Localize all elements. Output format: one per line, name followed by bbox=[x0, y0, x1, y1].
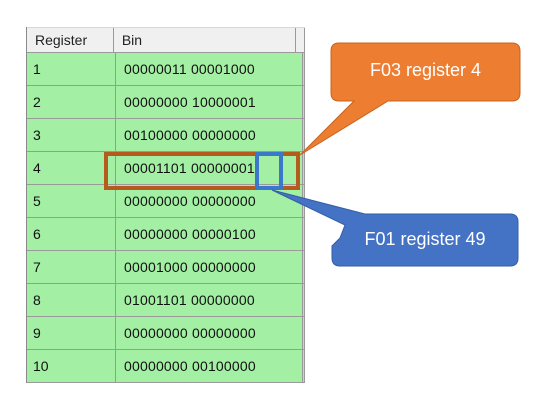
register-cell: 3 bbox=[27, 119, 116, 151]
f03-callout-shape bbox=[299, 42, 521, 156]
register-cell: 8 bbox=[27, 284, 116, 316]
row-spacer bbox=[303, 284, 305, 316]
last-bit-highlight-box bbox=[255, 152, 283, 190]
row-spacer bbox=[303, 218, 305, 250]
column-header-bin[interactable]: Bin bbox=[114, 28, 296, 52]
row-spacer bbox=[303, 53, 305, 85]
column-header-spacer bbox=[296, 28, 305, 52]
f01-callout-label: F01 register 49 bbox=[364, 229, 486, 249]
register-cell: 1 bbox=[27, 53, 116, 85]
register-4-highlight-box bbox=[104, 152, 300, 190]
row-spacer bbox=[303, 86, 305, 118]
table-row[interactable]: 7 00001000 00000000 bbox=[27, 251, 305, 284]
bin-cell: 00000000 10000001 bbox=[116, 86, 303, 118]
table-row[interactable]: 6 00000000 00000100 bbox=[27, 218, 305, 251]
register-cell: 4 bbox=[27, 152, 116, 184]
row-spacer bbox=[303, 152, 305, 184]
bin-cell: 00001000 00000000 bbox=[116, 251, 303, 283]
table-row[interactable]: 10 00000000 00100000 bbox=[27, 350, 305, 383]
bin-cell: 00000000 00100000 bbox=[116, 350, 303, 382]
f01-callout-shape bbox=[271, 189, 519, 267]
row-spacer bbox=[303, 119, 305, 151]
register-cell: 9 bbox=[27, 317, 116, 349]
column-header-register[interactable]: Register bbox=[27, 28, 114, 52]
register-cell: 5 bbox=[27, 185, 116, 217]
table-row[interactable]: 1 00000011 00001000 bbox=[27, 53, 305, 86]
row-spacer bbox=[303, 350, 305, 382]
bin-cell: 01001101 00000000 bbox=[116, 284, 303, 316]
table-row[interactable]: 3 00100000 00000000 bbox=[27, 119, 305, 152]
row-spacer bbox=[303, 251, 305, 283]
bin-cell: 00100000 00000000 bbox=[116, 119, 303, 151]
f03-callout-label: F03 register 4 bbox=[369, 60, 482, 80]
table-row[interactable]: 8 01001101 00000000 bbox=[27, 284, 305, 317]
bin-cell: 00000000 00000100 bbox=[116, 218, 303, 250]
register-cell: 10 bbox=[27, 350, 116, 382]
table-row[interactable]: 2 00000000 10000001 bbox=[27, 86, 305, 119]
bin-cell: 00000011 00001000 bbox=[116, 53, 303, 85]
register-cell: 6 bbox=[27, 218, 116, 250]
register-table: Register Bin 1 00000011 00001000 2 00000… bbox=[26, 27, 305, 383]
table-row[interactable]: 9 00000000 00000000 bbox=[27, 317, 305, 350]
bin-cell: 00000000 00000000 bbox=[116, 317, 303, 349]
register-cell: 2 bbox=[27, 86, 116, 118]
bin-cell: 00001101 00000001 bbox=[116, 152, 303, 184]
table-row[interactable]: 5 00000000 00000000 bbox=[27, 185, 305, 218]
table-header: Register Bin bbox=[27, 27, 305, 53]
register-cell: 7 bbox=[27, 251, 116, 283]
row-spacer bbox=[303, 317, 305, 349]
